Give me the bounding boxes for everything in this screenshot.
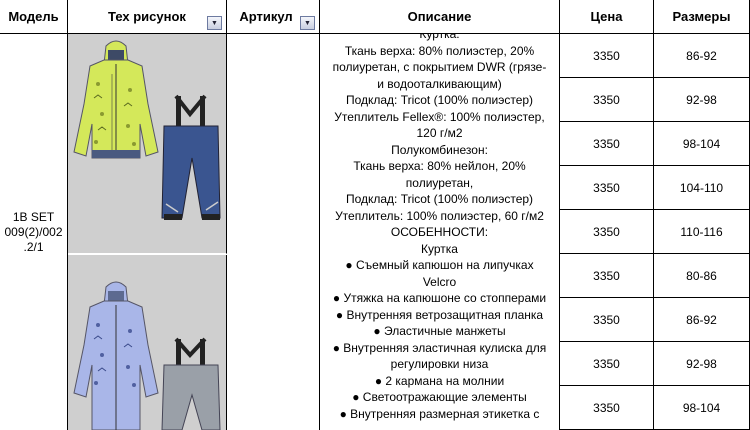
size-value: 98-104 [682, 136, 721, 151]
price-value: 3350 [593, 268, 620, 283]
description-line: Подклад: Tricot (100% полиэстер) [345, 93, 534, 107]
header-article-label: Артикул [239, 9, 293, 24]
size-cell[interactable]: 98-104 [654, 122, 750, 166]
price-cell[interactable]: 3350 [560, 254, 654, 298]
header-price-label: Цена [590, 9, 623, 24]
description-line: ● Внутренняя ветрозащитная планка [335, 307, 544, 322]
price-cell[interactable]: 3350 [560, 298, 654, 342]
description-line: регулировки низа [390, 357, 489, 371]
price-value: 3350 [593, 312, 620, 327]
header-image[interactable]: Тех рисунок ▼ [68, 0, 227, 34]
size-cell[interactable]: 92-98 [654, 78, 750, 122]
header-model[interactable]: Модель [0, 0, 68, 34]
price-value: 3350 [593, 136, 620, 151]
size-cell[interactable]: 80-86 [654, 254, 750, 298]
description-line: ● Эластичные манжеты [373, 324, 506, 338]
size-cell[interactable]: 92-98 [654, 342, 750, 386]
description-line: Velcro [422, 274, 457, 289]
description-line: ● Внутренняя эластичная кулиска для [332, 340, 547, 355]
size-cell[interactable]: 86-92 [654, 298, 750, 342]
jacket-overalls-drawing [73, 40, 221, 220]
model-code-line: .2/1 [23, 239, 44, 254]
overalls-navy-icon [161, 94, 221, 220]
size-cell[interactable]: 86-92 [654, 34, 750, 78]
header-sizes-label: Размеры [672, 9, 731, 24]
size-value: 110-116 [680, 224, 723, 239]
filter-dropdown-image[interactable]: ▼ [207, 16, 222, 30]
price-value: 3350 [593, 224, 620, 239]
size-value: 92-98 [686, 92, 717, 107]
description-line: ● Утяжка на капюшоне со стопперами [332, 291, 547, 305]
size-value: 92-98 [686, 356, 717, 371]
header-model-label: Модель [8, 9, 59, 24]
description-line: Ткань верха: 80% полиэстер, 20% [344, 43, 535, 58]
description-line: Утеплитель Fellex®: 100% полиэстер, [334, 109, 545, 124]
description-line: полиуретан, с покрытием DWR (грязе- [332, 60, 547, 74]
description-line: ● Съемный капюшон на липучках [345, 258, 534, 272]
description-line: Ткань верха: 80% нейлон, 20% [353, 159, 526, 173]
jacket-green-icon [73, 40, 159, 159]
price-value: 3350 [593, 92, 620, 107]
description-line: и водооталкивающим) [377, 76, 502, 91]
jacket-overalls-drawing [73, 281, 221, 430]
description-line: ● Светоотражающие элементы [352, 390, 527, 404]
header-description[interactable]: Описание [320, 0, 560, 34]
description-line: Куртка [421, 241, 458, 256]
model-cell[interactable]: 1B SET 009(2)/002 .2/1 [0, 34, 68, 430]
description-line: Полукомбинезон: [391, 142, 488, 157]
filter-dropdown-article[interactable]: ▼ [300, 16, 315, 30]
description-cell[interactable]: Куртка: Ткань верха: 80% полиэстер, 20% … [320, 34, 560, 430]
technical-drawing-green-set[interactable] [68, 34, 227, 254]
price-cell[interactable]: 3350 [560, 166, 654, 210]
header-price[interactable]: Цена [560, 0, 654, 34]
size-cell[interactable]: 110-116 [654, 210, 750, 254]
size-cell[interactable]: 98-104 [654, 386, 750, 430]
price-cell[interactable]: 3350 [560, 386, 654, 430]
article-cell[interactable] [227, 34, 320, 430]
header-sizes[interactable]: Размеры [654, 0, 750, 34]
description-line: Подклад: Tricot (100% полиэстер) [345, 192, 534, 206]
technical-drawing-blue-set[interactable] [68, 255, 227, 430]
description-line: Куртка: [419, 34, 460, 41]
price-value: 3350 [593, 48, 620, 63]
price-cell[interactable]: 3350 [560, 78, 654, 122]
price-value: 3350 [593, 400, 620, 415]
description-text: Куртка: Ткань верха: 80% полиэстер, 20% … [320, 34, 559, 422]
model-code-line: 1B SET [12, 209, 55, 224]
size-value: 86-92 [686, 312, 717, 327]
description-line: ● 2 кармана на молнии [374, 373, 505, 388]
price-cell[interactable]: 3350 [560, 122, 654, 166]
size-value: 98-104 [682, 400, 721, 415]
triangle-down-icon: ▼ [304, 19, 311, 27]
size-value: 80-86 [686, 268, 717, 283]
size-cell[interactable]: 104-110 [654, 166, 750, 210]
header-description-label: Описание [407, 9, 472, 24]
description-line: 120 г/м2 [416, 126, 463, 140]
price-cell[interactable]: 3350 [560, 34, 654, 78]
description-line: ● Внутренняя размерная этикетка с [339, 406, 540, 421]
price-value: 3350 [593, 356, 620, 371]
size-value: 104-110 [679, 180, 724, 195]
description-line: Утеплитель: 100% полиэстер, 60 г/м2 [335, 208, 544, 223]
triangle-down-icon: ▼ [211, 19, 218, 27]
price-value: 3350 [593, 180, 620, 195]
price-cell[interactable]: 3350 [560, 342, 654, 386]
description-line: ОСОБЕННОСТИ: [390, 225, 489, 239]
header-image-label: Тех рисунок [108, 9, 186, 24]
header-article[interactable]: Артикул ▼ [227, 0, 320, 34]
jacket-blue-icon [73, 281, 159, 430]
size-value: 86-92 [686, 48, 717, 63]
overalls-gray-icon [161, 337, 221, 430]
price-cell[interactable]: 3350 [560, 210, 654, 254]
description-line: полиуретан, [405, 175, 474, 190]
model-code-line: 009(2)/002 [4, 224, 63, 239]
